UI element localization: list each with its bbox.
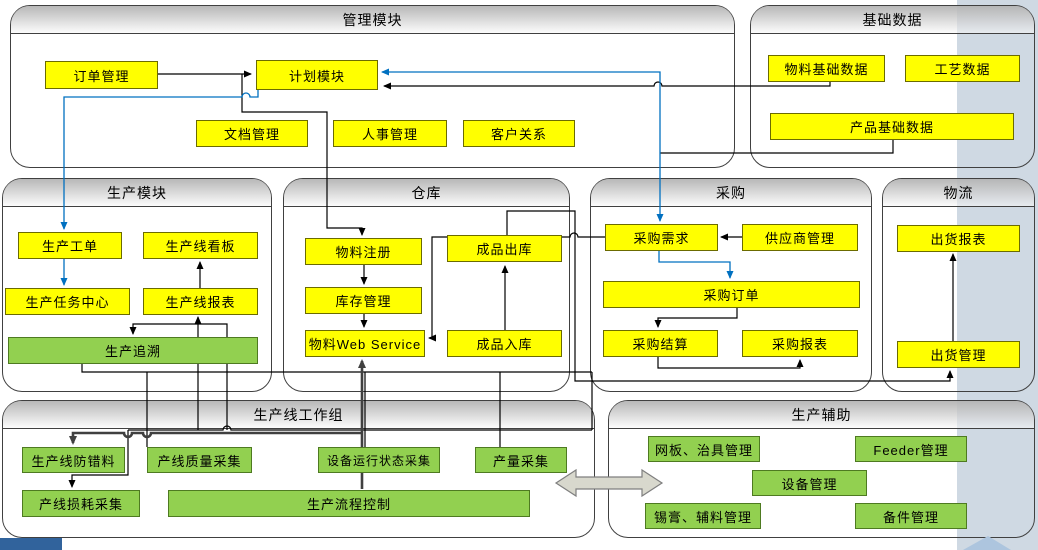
node-purchase-report: 采购报表 bbox=[742, 330, 858, 357]
connector-to-loss-collect bbox=[68, 430, 129, 488]
node-shipment-report: 出货报表 bbox=[897, 225, 1020, 252]
node-flow-control: 生产流程控制 bbox=[168, 490, 530, 517]
group-production-title: 生产模块 bbox=[3, 179, 271, 207]
connector-plan-to-material-reg bbox=[241, 74, 366, 236]
group-line-workgroup: 生产线工作组 bbox=[2, 400, 595, 538]
node-document-management: 文档管理 bbox=[196, 120, 308, 147]
corner-triangle bbox=[963, 536, 1011, 550]
group-production-aux-title: 生产辅助 bbox=[609, 401, 1034, 429]
connector-materialdata-to-plan bbox=[383, 81, 831, 90]
node-production-trace: 生产追溯 bbox=[8, 337, 258, 364]
node-material-base-data: 物料基础数据 bbox=[768, 55, 885, 82]
connector-demand-to-po bbox=[658, 251, 734, 279]
node-inventory-management: 库存管理 bbox=[305, 287, 422, 314]
node-line-kanban: 生产线看板 bbox=[143, 232, 258, 259]
node-equipment-status-collect: 设备运行状态采集 bbox=[318, 447, 440, 473]
group-purchase-title: 采购 bbox=[591, 179, 871, 207]
node-plan-module: 计划模块 bbox=[256, 60, 378, 90]
connector-settle-to-report bbox=[657, 357, 804, 369]
group-production: 生产模块 bbox=[2, 178, 272, 392]
group-purchase: 采购 bbox=[590, 178, 872, 392]
node-order-management: 订单管理 bbox=[45, 61, 158, 89]
group-line-workgroup-title: 生产线工作组 bbox=[3, 401, 594, 429]
group-logistics: 物流 bbox=[882, 178, 1035, 392]
node-purchase-order: 采购订单 bbox=[603, 281, 860, 308]
node-equipment-management: 设备管理 bbox=[752, 470, 867, 496]
corner-bar-blue bbox=[0, 538, 62, 550]
node-shipment-management: 出货管理 bbox=[897, 341, 1020, 368]
connector-bus-trace bbox=[81, 364, 592, 373]
connector-productdata-to-purchase-line bbox=[660, 140, 894, 154]
connector-feed-trace bbox=[129, 323, 228, 430]
group-management: 管理模块 bbox=[10, 5, 735, 168]
group-warehouse: 仓库 bbox=[283, 178, 570, 392]
node-purchase-demand: 采购需求 bbox=[605, 224, 718, 251]
node-purchase-settlement: 采购结算 bbox=[603, 330, 718, 357]
node-solder-paste-management: 锡膏、辅料管理 bbox=[645, 503, 761, 529]
connector-po-to-settle bbox=[654, 308, 738, 328]
node-output-collect: 产量采集 bbox=[475, 447, 567, 473]
node-error-proofing: 生产线防错料 bbox=[22, 447, 125, 473]
connector-demand-to-plan bbox=[381, 68, 661, 140]
node-customer-relations: 客户关系 bbox=[463, 120, 575, 147]
node-material-register: 物料注册 bbox=[305, 238, 422, 265]
group-management-title: 管理模块 bbox=[11, 6, 734, 34]
connector-thickbus-to-errorproof bbox=[69, 431, 362, 445]
connector-plan-to-workorder bbox=[60, 90, 259, 230]
background-band bbox=[957, 0, 1038, 550]
node-supplier-management: 供应商管理 bbox=[742, 224, 858, 251]
group-base-data-title: 基础数据 bbox=[751, 6, 1034, 34]
node-spare-parts-management: 备件管理 bbox=[855, 503, 967, 529]
connector-outbound-to-shipmgmt bbox=[506, 210, 954, 382]
node-feeder-management: Feeder管理 bbox=[855, 436, 967, 462]
node-line-report: 生产线报表 bbox=[143, 288, 258, 315]
node-loss-collect: 产线损耗采集 bbox=[22, 490, 140, 517]
node-quality-collect: 产线质量采集 bbox=[147, 447, 252, 473]
node-hr-management: 人事管理 bbox=[333, 120, 447, 147]
node-stencil-fixture-management: 网板、治具管理 bbox=[648, 436, 760, 462]
double-block-arrow bbox=[554, 468, 664, 498]
node-finished-inbound: 成品入库 bbox=[447, 330, 562, 357]
node-product-base-data: 产品基础数据 bbox=[770, 113, 1014, 140]
group-warehouse-title: 仓库 bbox=[284, 179, 569, 207]
group-logistics-title: 物流 bbox=[883, 179, 1034, 207]
node-material-web-service: 物料Web Service bbox=[305, 330, 425, 357]
node-process-data: 工艺数据 bbox=[905, 55, 1020, 82]
group-production-aux: 生产辅助 bbox=[608, 400, 1035, 538]
group-base-data: 基础数据 bbox=[750, 5, 1035, 168]
node-task-center: 生产任务中心 bbox=[5, 288, 130, 315]
node-finished-outbound: 成品出库 bbox=[447, 235, 562, 262]
node-work-order: 生产工单 bbox=[18, 232, 122, 259]
